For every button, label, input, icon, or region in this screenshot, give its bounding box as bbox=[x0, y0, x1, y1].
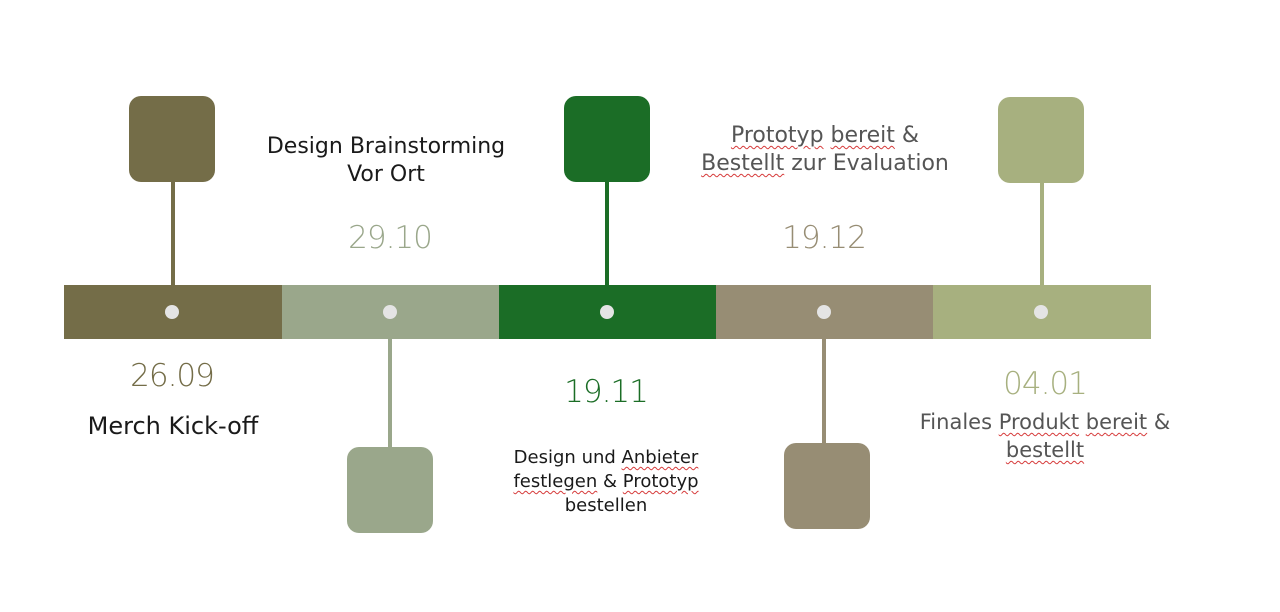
milestone-3-dot bbox=[600, 305, 614, 319]
milestone-3-label-line-2: festlegen & Prototyp bbox=[513, 471, 699, 492]
milestone-3-connector bbox=[605, 180, 609, 286]
milestone-1-label-line-1: Merch Kick-off bbox=[87, 412, 259, 440]
milestone-5-label: Finales Produkt bereit & bestellt bbox=[895, 408, 1195, 464]
milestone-5-connector bbox=[1040, 182, 1044, 286]
milestone-3-marker-box bbox=[564, 96, 650, 182]
milestone-4-label-line-1: Prototyp bereit & bbox=[730, 123, 920, 148]
milestone-5-label-line-1: Finales Produkt bereit & bbox=[919, 410, 1171, 434]
milestone-1-label: Merch Kick-off bbox=[38, 410, 308, 442]
milestone-1-marker-box bbox=[129, 96, 215, 182]
milestone-5-dot bbox=[1034, 305, 1048, 319]
milestone-3-label: Design und Anbieter festlegen & Prototyp… bbox=[471, 446, 741, 518]
milestone-4-connector bbox=[822, 339, 826, 445]
milestone-3-date: 19.11 bbox=[564, 374, 649, 410]
milestone-5-marker-box bbox=[998, 97, 1084, 183]
milestone-4-date: 19.12 bbox=[782, 220, 867, 256]
milestone-2-connector bbox=[388, 339, 392, 449]
milestone-3-label-line-3: bestellen bbox=[564, 495, 648, 516]
milestone-4-label: Prototyp bereit & Bestellt zur Evaluatio… bbox=[675, 122, 975, 178]
milestone-2-dot bbox=[383, 305, 397, 319]
milestone-5-date: 04.01 bbox=[1003, 366, 1088, 402]
milestone-2-label-line-2: Vor Ort bbox=[347, 162, 425, 187]
milestone-1-connector bbox=[171, 180, 175, 286]
milestone-2-date: 29.10 bbox=[348, 220, 433, 256]
milestone-2-marker-box bbox=[347, 447, 433, 533]
milestone-2-label-line-1: Design Brainstorming bbox=[266, 134, 506, 159]
milestone-1-dot bbox=[165, 305, 179, 319]
milestone-4-label-line-2: Bestellt zur Evaluation bbox=[701, 151, 949, 176]
milestone-3-label-line-1: Design und Anbieter bbox=[513, 447, 699, 468]
milestone-1-date: 26.09 bbox=[130, 358, 215, 394]
milestone-2-label: Design Brainstorming Vor Ort bbox=[236, 133, 536, 189]
milestone-5-label-line-2: bestellt bbox=[1005, 438, 1085, 462]
milestone-4-marker-box bbox=[784, 443, 870, 529]
milestone-4-dot bbox=[817, 305, 831, 319]
